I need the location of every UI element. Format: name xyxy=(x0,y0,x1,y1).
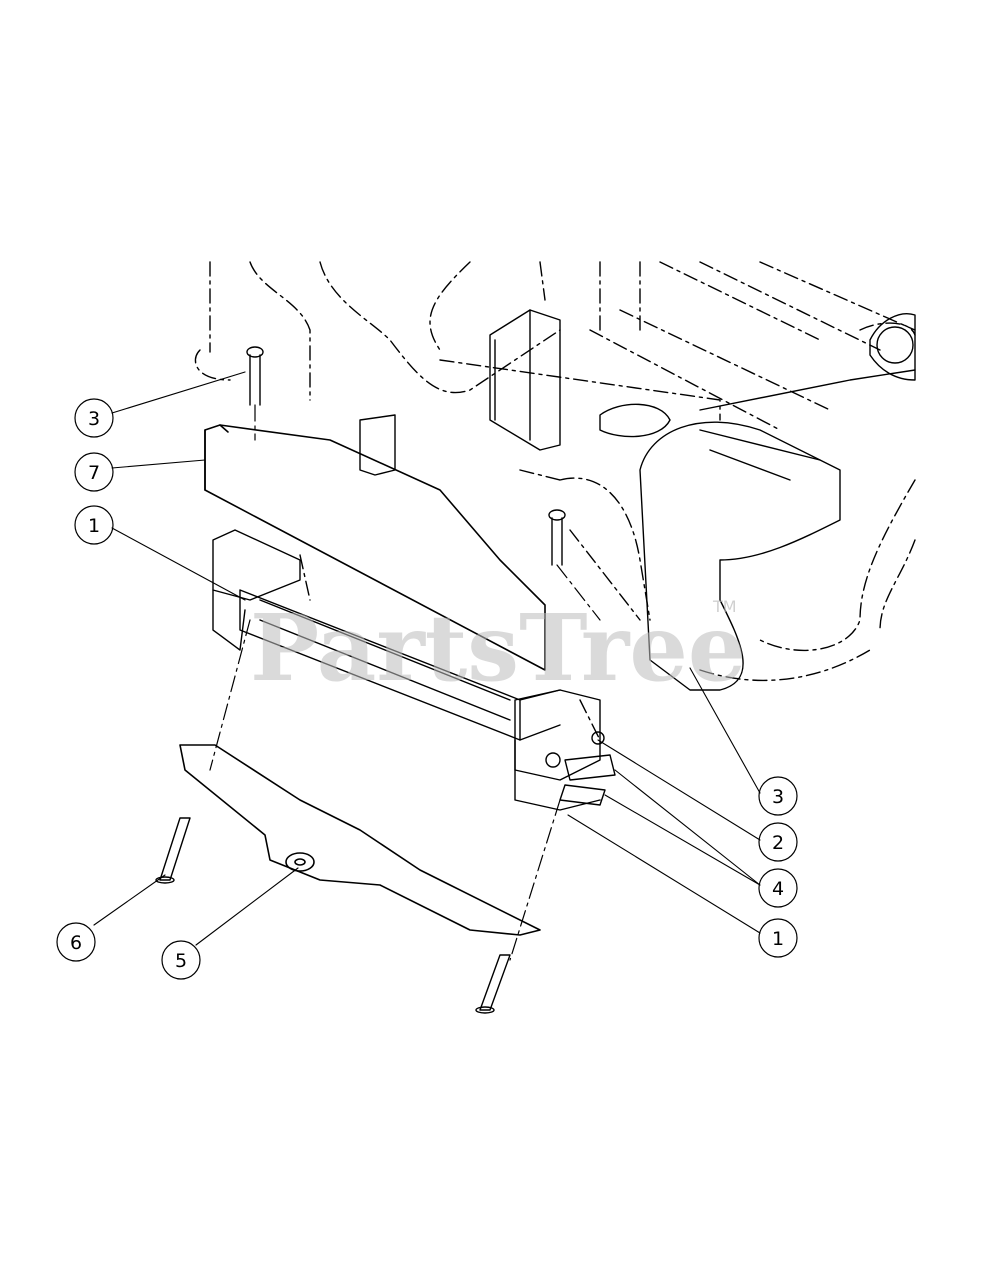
callout-label-1-right: 1 xyxy=(772,928,784,950)
chassis xyxy=(359,309,916,691)
part-3-bolt-top xyxy=(246,346,264,406)
part-1-left-bracket xyxy=(212,529,301,651)
part-5-plate xyxy=(179,744,541,936)
leader-lines xyxy=(93,371,761,946)
callout-label-7: 7 xyxy=(88,462,100,484)
part-2-nut xyxy=(591,731,605,745)
watermark-trademark: TM xyxy=(712,597,737,616)
callout-label-6: 6 xyxy=(70,932,82,954)
part-3-bolt-mid xyxy=(548,509,566,566)
callout-label-1-left: 1 xyxy=(88,515,100,537)
assembly-guides xyxy=(209,404,601,961)
part-6-bolt-left xyxy=(155,817,191,884)
callout-label-3-top: 3 xyxy=(88,408,100,430)
callout-label-3-right: 3 xyxy=(772,786,784,808)
callout-circles xyxy=(56,398,798,980)
watermark-text: PartsTree xyxy=(250,594,746,702)
part-1-right-bracket xyxy=(514,689,601,811)
part-6-bolt-right xyxy=(475,954,511,1014)
part-4-spacers xyxy=(545,752,616,806)
callout-label-2: 2 xyxy=(772,832,784,854)
part-1-channel xyxy=(239,589,561,741)
callout-label-4: 4 xyxy=(772,878,784,900)
frame-outline xyxy=(194,261,916,741)
callout-label-5: 5 xyxy=(175,950,187,972)
